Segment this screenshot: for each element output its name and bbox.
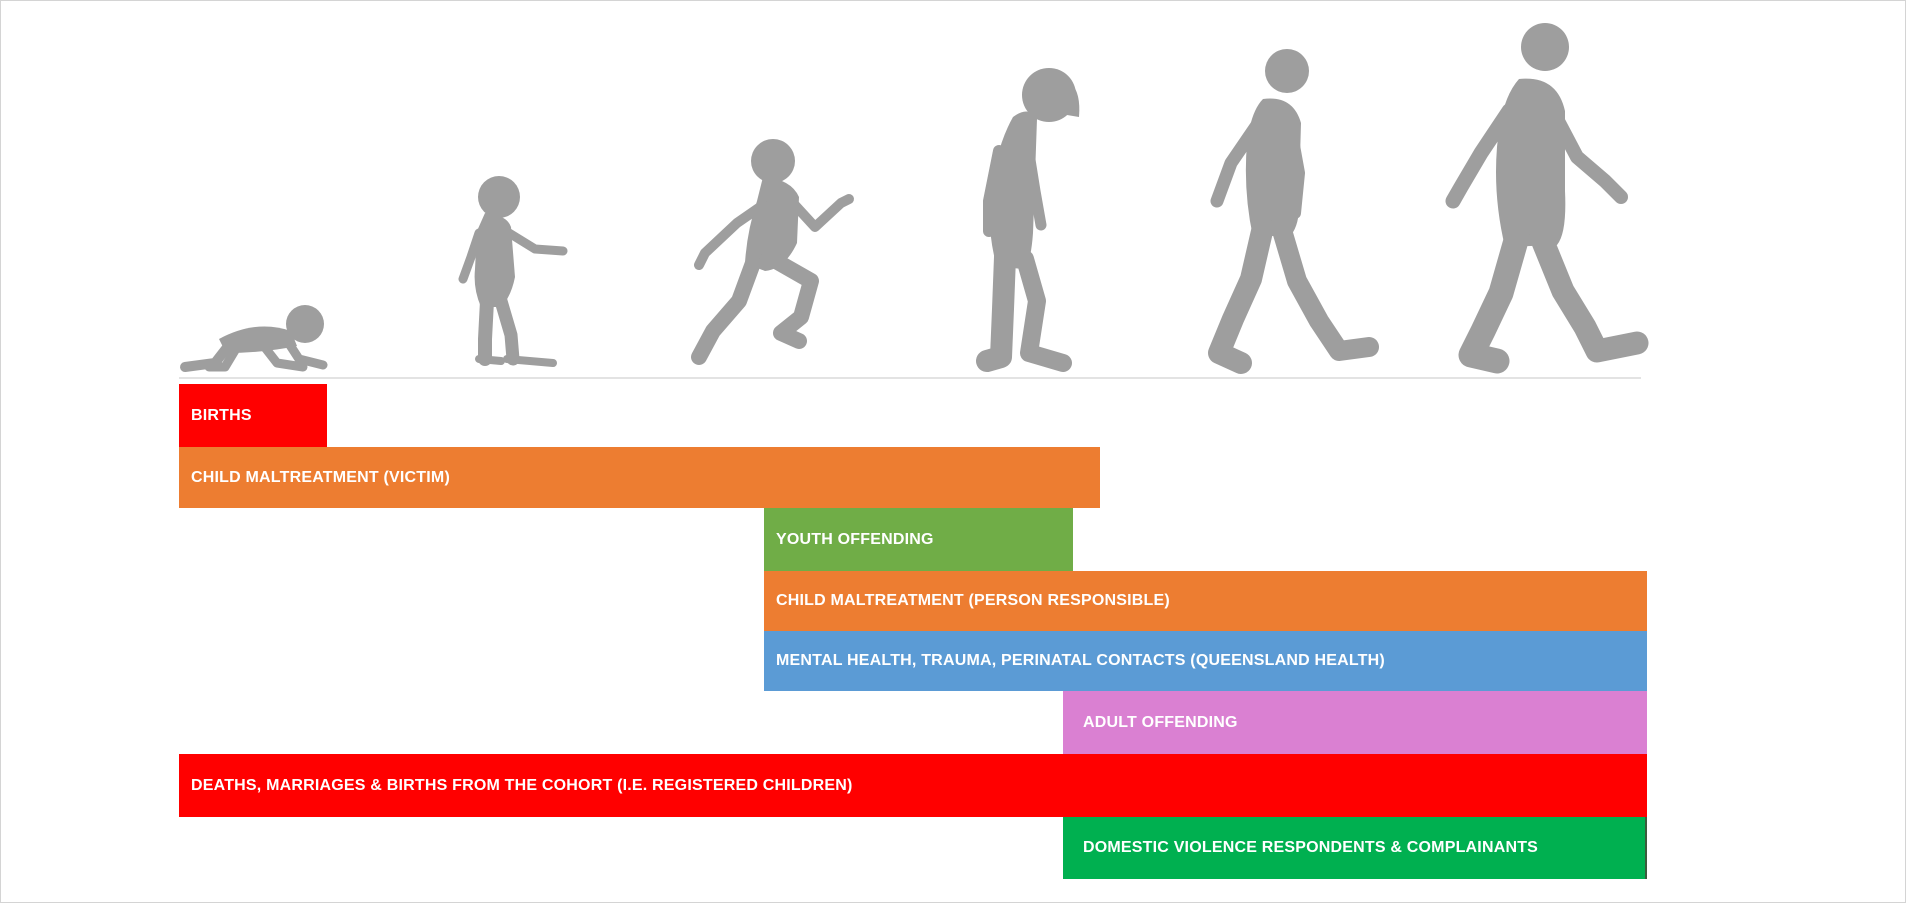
births-bar: BIRTHS (179, 384, 327, 447)
adult-walking-icon (1445, 23, 1649, 374)
youth-offending-label: YOUTH OFFENDING (776, 530, 934, 548)
teenager-icon (976, 68, 1080, 372)
mental-health-label: MENTAL HEALTH, TRAUMA, PERINATAL CONTACT… (776, 652, 1385, 669)
timeline-baseline (179, 377, 1641, 379)
young-adult-walking-icon (1208, 49, 1379, 374)
youth-offending-bar: YOUTH OFFENDING (764, 508, 1073, 571)
domestic-violence-label: DOMESTIC VIOLENCE RESPONDENTS & COMPLAIN… (1083, 839, 1539, 856)
deaths-marriages-births-bar: DEATHS, MARRIAGES & BIRTHS FROM THE COHO… (179, 754, 1647, 817)
toddler-icon (458, 176, 568, 367)
running-child-icon (691, 139, 854, 365)
births-label: BIRTHS (191, 406, 252, 424)
domestic-violence-bar: DOMESTIC VIOLENCE RESPONDENTS & COMPLAIN… (1063, 817, 1647, 879)
adult-offending-label: ADULT OFFENDING (1083, 713, 1238, 731)
child-maltreatment-victim-bar: CHILD MALTREATMENT (VICTIM) (179, 447, 1100, 508)
life-stage-silhouettes (180, 23, 1649, 374)
deaths-marriages-births-label: DEATHS, MARRIAGES & BIRTHS FROM THE COHO… (191, 776, 853, 794)
crawling-baby-icon (180, 305, 328, 372)
mental-health-bar: MENTAL HEALTH, TRAUMA, PERINATAL CONTACT… (764, 631, 1647, 691)
child-maltreatment-victim-label: CHILD MALTREATMENT (VICTIM) (191, 468, 450, 486)
adult-offending-bar: ADULT OFFENDING (1063, 691, 1647, 754)
child-maltreatment-person-responsible-label: CHILD MALTREATMENT (PERSON RESPONSIBLE) (776, 592, 1170, 609)
child-maltreatment-person-responsible-bar: CHILD MALTREATMENT (PERSON RESPONSIBLE) (764, 571, 1647, 631)
